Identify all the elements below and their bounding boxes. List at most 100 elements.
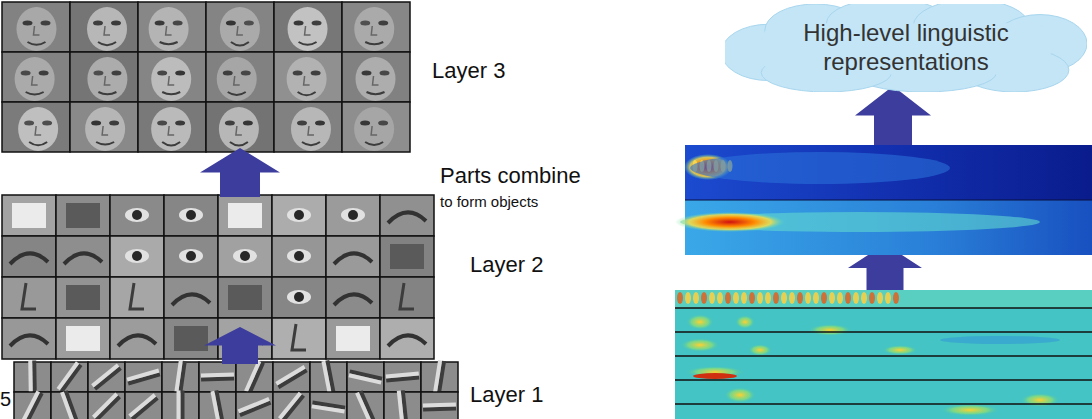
- face-nose: [168, 126, 174, 135]
- face-mouth: [231, 42, 249, 45]
- face-eye: [40, 21, 50, 26]
- heatmap-dot: [789, 292, 795, 304]
- part-cell: [326, 236, 380, 277]
- face-eye: [109, 121, 119, 126]
- heatmap-divider: [675, 355, 1092, 357]
- edge-filter: [28, 360, 37, 393]
- face-shape: [219, 107, 259, 151]
- heatmap-panel: [675, 290, 1092, 419]
- part-eye-white: [287, 208, 311, 222]
- edge-light: [238, 397, 270, 413]
- heatmap-dot: [837, 292, 843, 304]
- face-eye: [226, 21, 236, 26]
- edge-filter: [312, 400, 346, 413]
- part-patch: [228, 285, 262, 310]
- face-mouth: [162, 92, 180, 94]
- label-text: 5: [0, 388, 11, 411]
- part-cell: [56, 195, 110, 236]
- part-cell: [164, 195, 218, 236]
- part-cell: [272, 277, 326, 318]
- heatmap-dot: [877, 292, 883, 304]
- face-shape: [288, 7, 328, 51]
- heatmap-dot: [717, 292, 723, 304]
- face-eye: [93, 21, 103, 26]
- heatmap-dot: [781, 292, 787, 304]
- edge-light: [57, 361, 80, 390]
- part-cell: [56, 318, 110, 359]
- face-nose: [308, 126, 314, 135]
- face-eye: [173, 21, 183, 26]
- face-mouth: [29, 142, 47, 145]
- edge-dark: [181, 391, 185, 419]
- part-cell: [56, 277, 110, 318]
- face-shape: [87, 7, 127, 51]
- part-cell: [164, 236, 218, 277]
- part-grid: [2, 195, 434, 359]
- edge-cell: [273, 392, 310, 419]
- face-eye: [225, 121, 235, 126]
- face-cell: [2, 102, 70, 152]
- face-cell: [274, 2, 342, 52]
- face-shape: [18, 107, 58, 151]
- face-eye: [243, 121, 253, 126]
- part-patch: [66, 326, 100, 351]
- part-brow: [388, 212, 426, 223]
- heatmap-dot: [749, 292, 755, 304]
- face-eye: [22, 21, 32, 26]
- part-eye-white: [287, 249, 311, 263]
- heatmap-row: [675, 290, 1092, 308]
- edge-light: [423, 402, 456, 407]
- part-brow: [388, 335, 426, 346]
- face-cell: [70, 2, 138, 52]
- edge-filter: [92, 393, 121, 419]
- part-cell: [218, 277, 272, 318]
- heatmap-divider: [675, 307, 1092, 309]
- face-shape: [151, 107, 191, 151]
- face-mouth: [162, 142, 180, 145]
- part-cell: [110, 195, 164, 236]
- face-mouth: [98, 42, 116, 45]
- part-patch: [336, 326, 370, 351]
- edge-light: [321, 361, 331, 394]
- part-cell: [272, 318, 326, 359]
- part-cell: [272, 236, 326, 277]
- part-brow: [64, 253, 102, 264]
- edge-light: [244, 360, 261, 392]
- part-nose: [22, 283, 36, 309]
- face-shape: [149, 7, 189, 51]
- edge-filter: [21, 390, 43, 419]
- part-eye: [240, 251, 250, 261]
- face-cell: [274, 52, 342, 102]
- label-text: to form objects: [440, 193, 538, 210]
- face-shape: [87, 57, 127, 101]
- part-cell: [380, 195, 434, 236]
- edge-cell: [421, 392, 458, 419]
- edge-cell: [125, 392, 162, 419]
- edge-filter: [244, 360, 265, 393]
- part-nose: [292, 324, 306, 350]
- edge-filter: [321, 360, 335, 394]
- face-eye: [91, 121, 101, 126]
- part-patch: [66, 285, 100, 310]
- edge-filter: [201, 372, 234, 381]
- edge-dark: [95, 395, 121, 419]
- face-mouth: [365, 142, 383, 145]
- label-text: Layer 2: [470, 252, 543, 278]
- edge-filter: [397, 390, 408, 419]
- face-nose: [104, 76, 110, 85]
- face-nose: [35, 126, 41, 135]
- part-eye-white: [179, 208, 203, 222]
- part-cell: [110, 318, 164, 359]
- part-cell: [380, 318, 434, 359]
- edge-cell: [310, 392, 347, 419]
- part-brow: [334, 294, 372, 305]
- face-grid: [2, 2, 410, 152]
- face-cell: [2, 2, 70, 52]
- edge-light: [386, 372, 419, 379]
- edge-light: [349, 373, 382, 384]
- heatmap-divider: [675, 331, 1092, 333]
- edge-cell: [236, 392, 273, 419]
- part-cell: [2, 277, 56, 318]
- edge-light: [60, 391, 75, 419]
- edge-light: [128, 393, 156, 417]
